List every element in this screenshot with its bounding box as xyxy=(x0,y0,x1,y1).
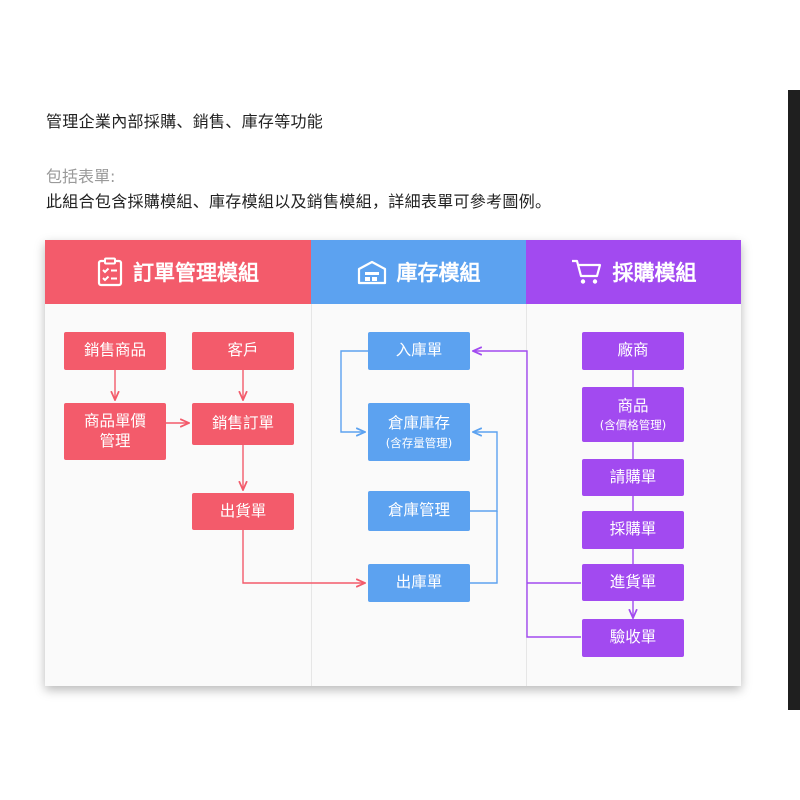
warehouse-icon xyxy=(357,260,386,285)
node-label: 客戶 xyxy=(227,341,259,360)
node-stock-in: 入庫單 xyxy=(368,332,470,370)
edge-stock-in-to-warehouse-stock xyxy=(340,350,368,432)
inventory-module-header: 庫存模組 xyxy=(311,240,526,304)
intro-text: 管理企業內部採購、銷售、庫存等功能 xyxy=(46,112,324,131)
node-label: 倉庫庫存 xyxy=(387,414,450,433)
node-sales-order: 銷售訂單 xyxy=(192,403,294,445)
window-scrollbar-edge xyxy=(788,90,800,710)
node-sublabel: (含存量管理) xyxy=(385,435,453,450)
node-vendor: 廠商 xyxy=(582,332,684,370)
node-label: 出庫單 xyxy=(395,573,443,592)
purchase-module-header: 採購模組 xyxy=(526,240,741,304)
node-customer: 客戶 xyxy=(192,332,294,370)
node-label: 倉庫管理 xyxy=(387,501,450,520)
node-purchase-order: 採購單 xyxy=(582,511,684,549)
order-module-header: 訂單管理模組 xyxy=(45,240,311,304)
node-label: 商品單價 xyxy=(83,412,146,431)
node-label: 商品 xyxy=(617,396,649,415)
node-label: 請購單 xyxy=(609,467,657,486)
node-shipment: 出貨單 xyxy=(192,493,294,530)
node-label: 驗收單 xyxy=(609,628,657,647)
node-label: 出貨單 xyxy=(219,501,267,520)
edge-stock-out-to-warehouse-mgmt xyxy=(470,511,498,584)
node-label: 採購單 xyxy=(609,520,657,539)
node-stock-out: 出庫單 xyxy=(368,564,470,602)
node-label: 銷售商品 xyxy=(83,341,146,360)
node-label-line2: 管理 xyxy=(99,431,131,450)
clipboard-checklist-icon xyxy=(97,257,123,287)
forms-description: 此組合包含採購模組、庫存模組以及銷售模組，詳細表單可參考圖例。 xyxy=(46,192,552,211)
column-divider xyxy=(311,304,312,686)
order-module-title: 訂單管理模組 xyxy=(133,261,259,285)
edge-shipment-to-stock-out xyxy=(242,530,365,583)
forms-label: 包括表單: xyxy=(46,167,116,186)
module-diagram: 訂單管理模組 庫存模組 採購模組 xyxy=(45,240,741,686)
node-label: 入庫單 xyxy=(395,341,443,360)
node-warehouse-mgmt: 倉庫管理 xyxy=(368,491,470,531)
inventory-module-title: 庫存模組 xyxy=(396,261,481,285)
edge-warehouse-mgmt-to-warehouse-stock xyxy=(470,432,498,512)
node-label: 進貨單 xyxy=(609,572,657,591)
node-warehouse-stock: 倉庫庫存 (含存量管理) xyxy=(368,403,470,461)
node-label: 廠商 xyxy=(617,341,649,360)
edge-acceptance-to-stock-in xyxy=(473,351,581,638)
shopping-cart-icon xyxy=(571,259,601,284)
node-acceptance: 驗收單 xyxy=(582,619,684,657)
node-sublabel: (含價格管理) xyxy=(599,418,667,432)
node-product: 商品 (含價格管理) xyxy=(582,387,684,442)
node-unit-price: 商品單價 管理 xyxy=(64,403,166,460)
node-sales-product: 銷售商品 xyxy=(64,332,166,370)
purchase-module-title: 採購模組 xyxy=(612,261,697,285)
node-goods-receipt: 進貨單 xyxy=(582,564,684,601)
node-label: 銷售訂單 xyxy=(211,414,274,433)
node-requisition: 請購單 xyxy=(582,459,684,496)
